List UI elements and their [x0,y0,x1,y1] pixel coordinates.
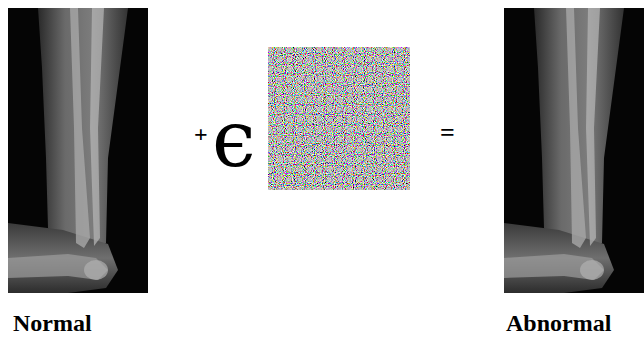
noise-square [268,47,410,190]
abnormal-xray [504,8,644,293]
class-label: Abnormal [506,311,611,335]
equals-sign: = [440,120,455,146]
class-label: Normal [13,311,92,335]
plus-sign: + [194,122,208,146]
normal-xray [8,8,148,293]
epsilon-symbol: ϵ [212,100,256,178]
